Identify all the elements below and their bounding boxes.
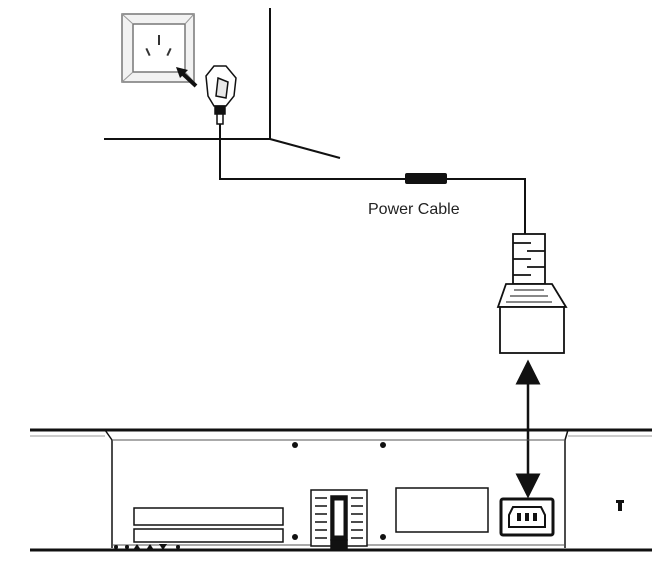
power-cable-label: Power Cable xyxy=(368,201,460,218)
power-inlet-icon xyxy=(499,497,555,537)
label-plate xyxy=(395,487,489,533)
room-corner xyxy=(104,8,341,159)
power-cable xyxy=(219,124,526,234)
wall-socket-icon xyxy=(121,13,195,83)
mounting-holes xyxy=(292,442,386,540)
security-slot-icon xyxy=(616,500,624,511)
cable-ferrite-bead xyxy=(405,173,447,184)
indicator-marks xyxy=(114,544,180,550)
iec-connector-icon xyxy=(496,233,568,354)
insert-arrow-icon xyxy=(176,67,198,88)
fan-grille xyxy=(310,489,368,551)
expansion-slots xyxy=(133,507,284,543)
plug-icon xyxy=(205,65,237,125)
